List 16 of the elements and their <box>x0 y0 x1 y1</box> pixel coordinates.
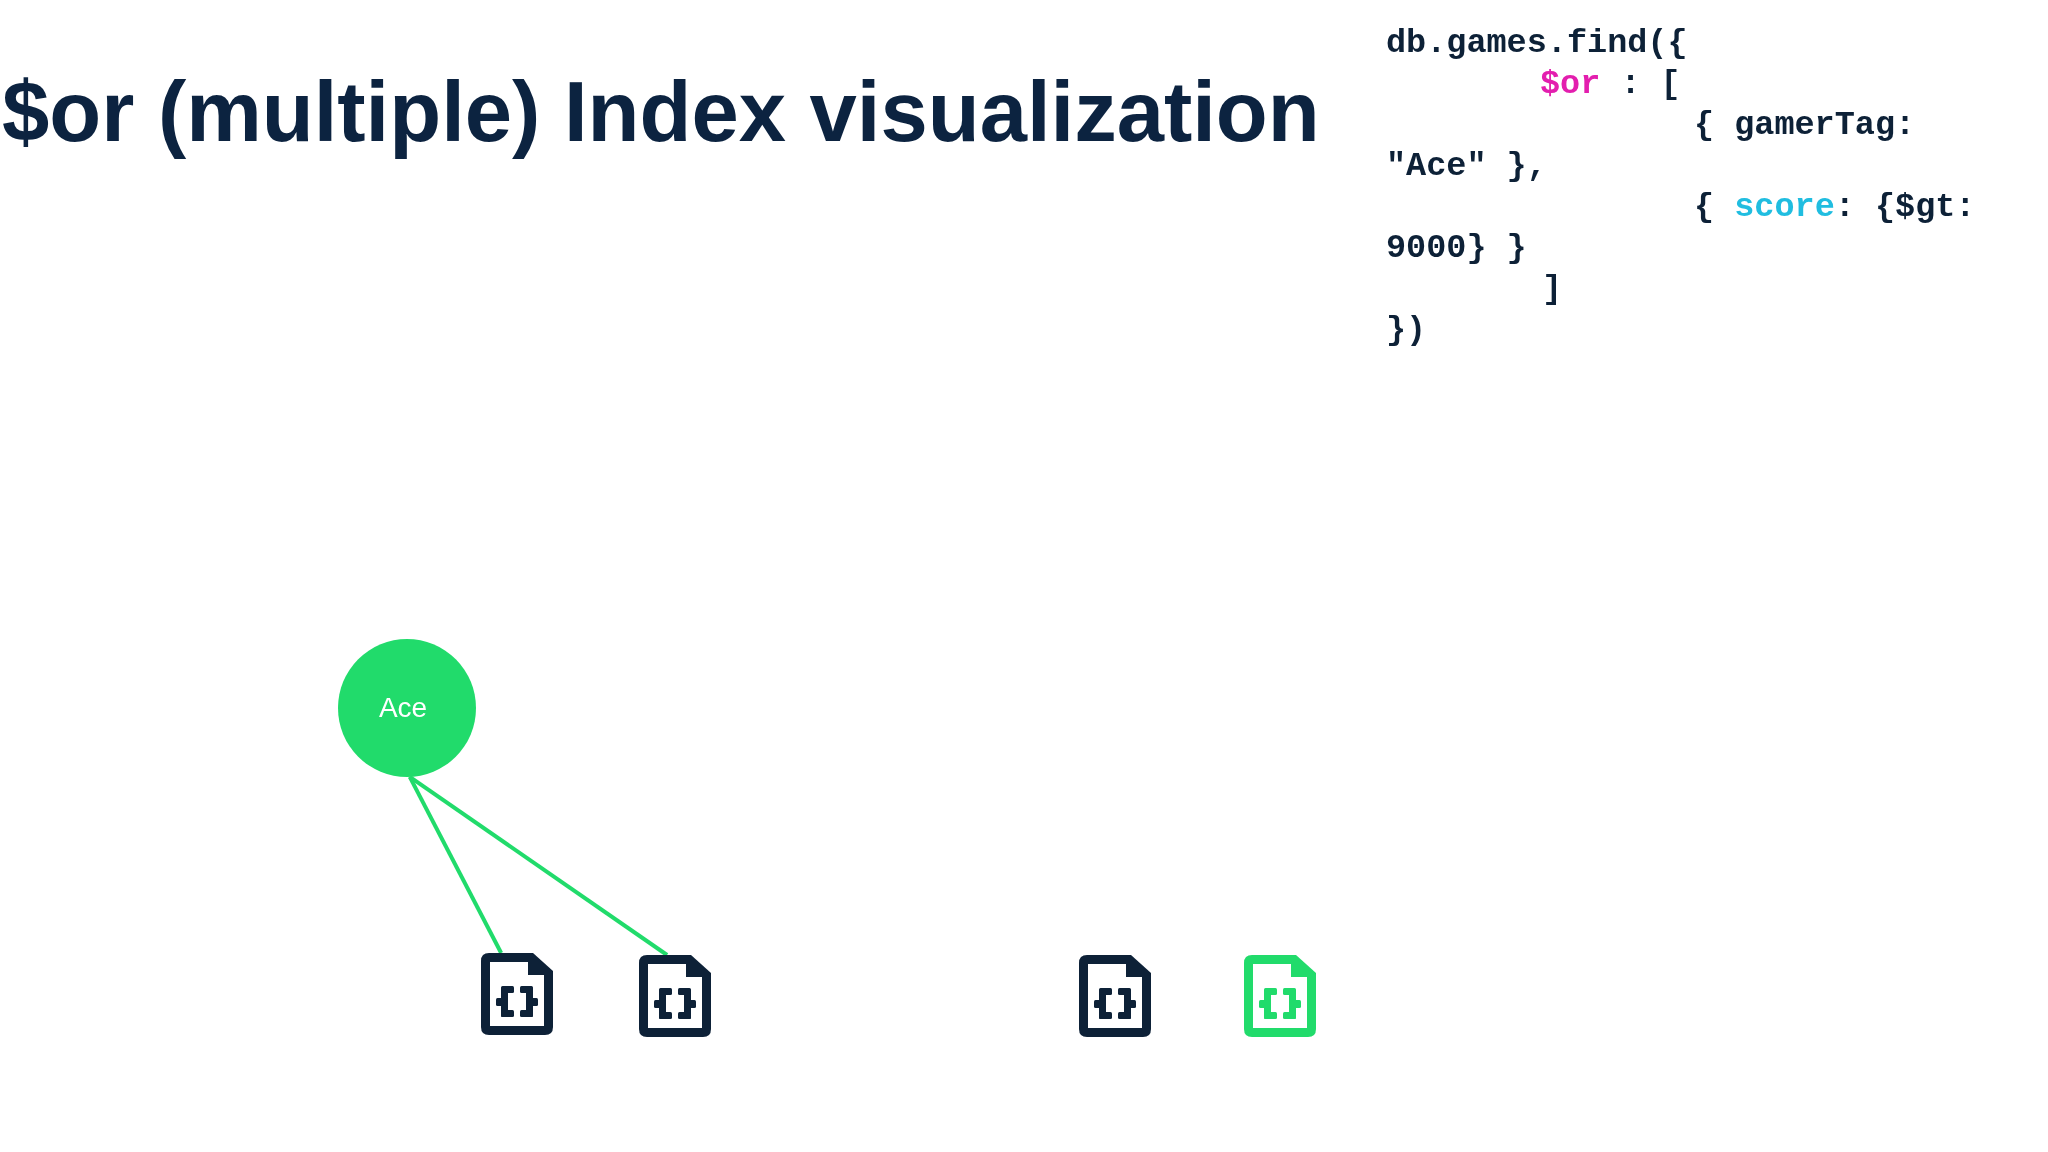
connector-line <box>408 776 503 954</box>
document-icon <box>481 953 553 1035</box>
slide-title: $or (multiple) Index visualization <box>2 63 1320 161</box>
node-label: Ace <box>378 692 428 724</box>
code-line: }) <box>1386 310 1427 351</box>
document-icon <box>1079 955 1151 1037</box>
document-icon <box>1244 955 1316 1037</box>
connector-line <box>408 775 669 957</box>
code-line: ] <box>1542 269 1563 310</box>
code-line: db.games.find({ <box>1386 23 1688 64</box>
code-line: { gamerTag: <box>1694 105 1916 146</box>
document-icon <box>639 955 711 1037</box>
code-line: { score: {$gt: <box>1694 187 1976 228</box>
code-line: $or : [ <box>1540 64 1681 105</box>
code-line: "Ace" }, <box>1386 146 1547 187</box>
code-line: 9000} } <box>1386 228 1527 269</box>
